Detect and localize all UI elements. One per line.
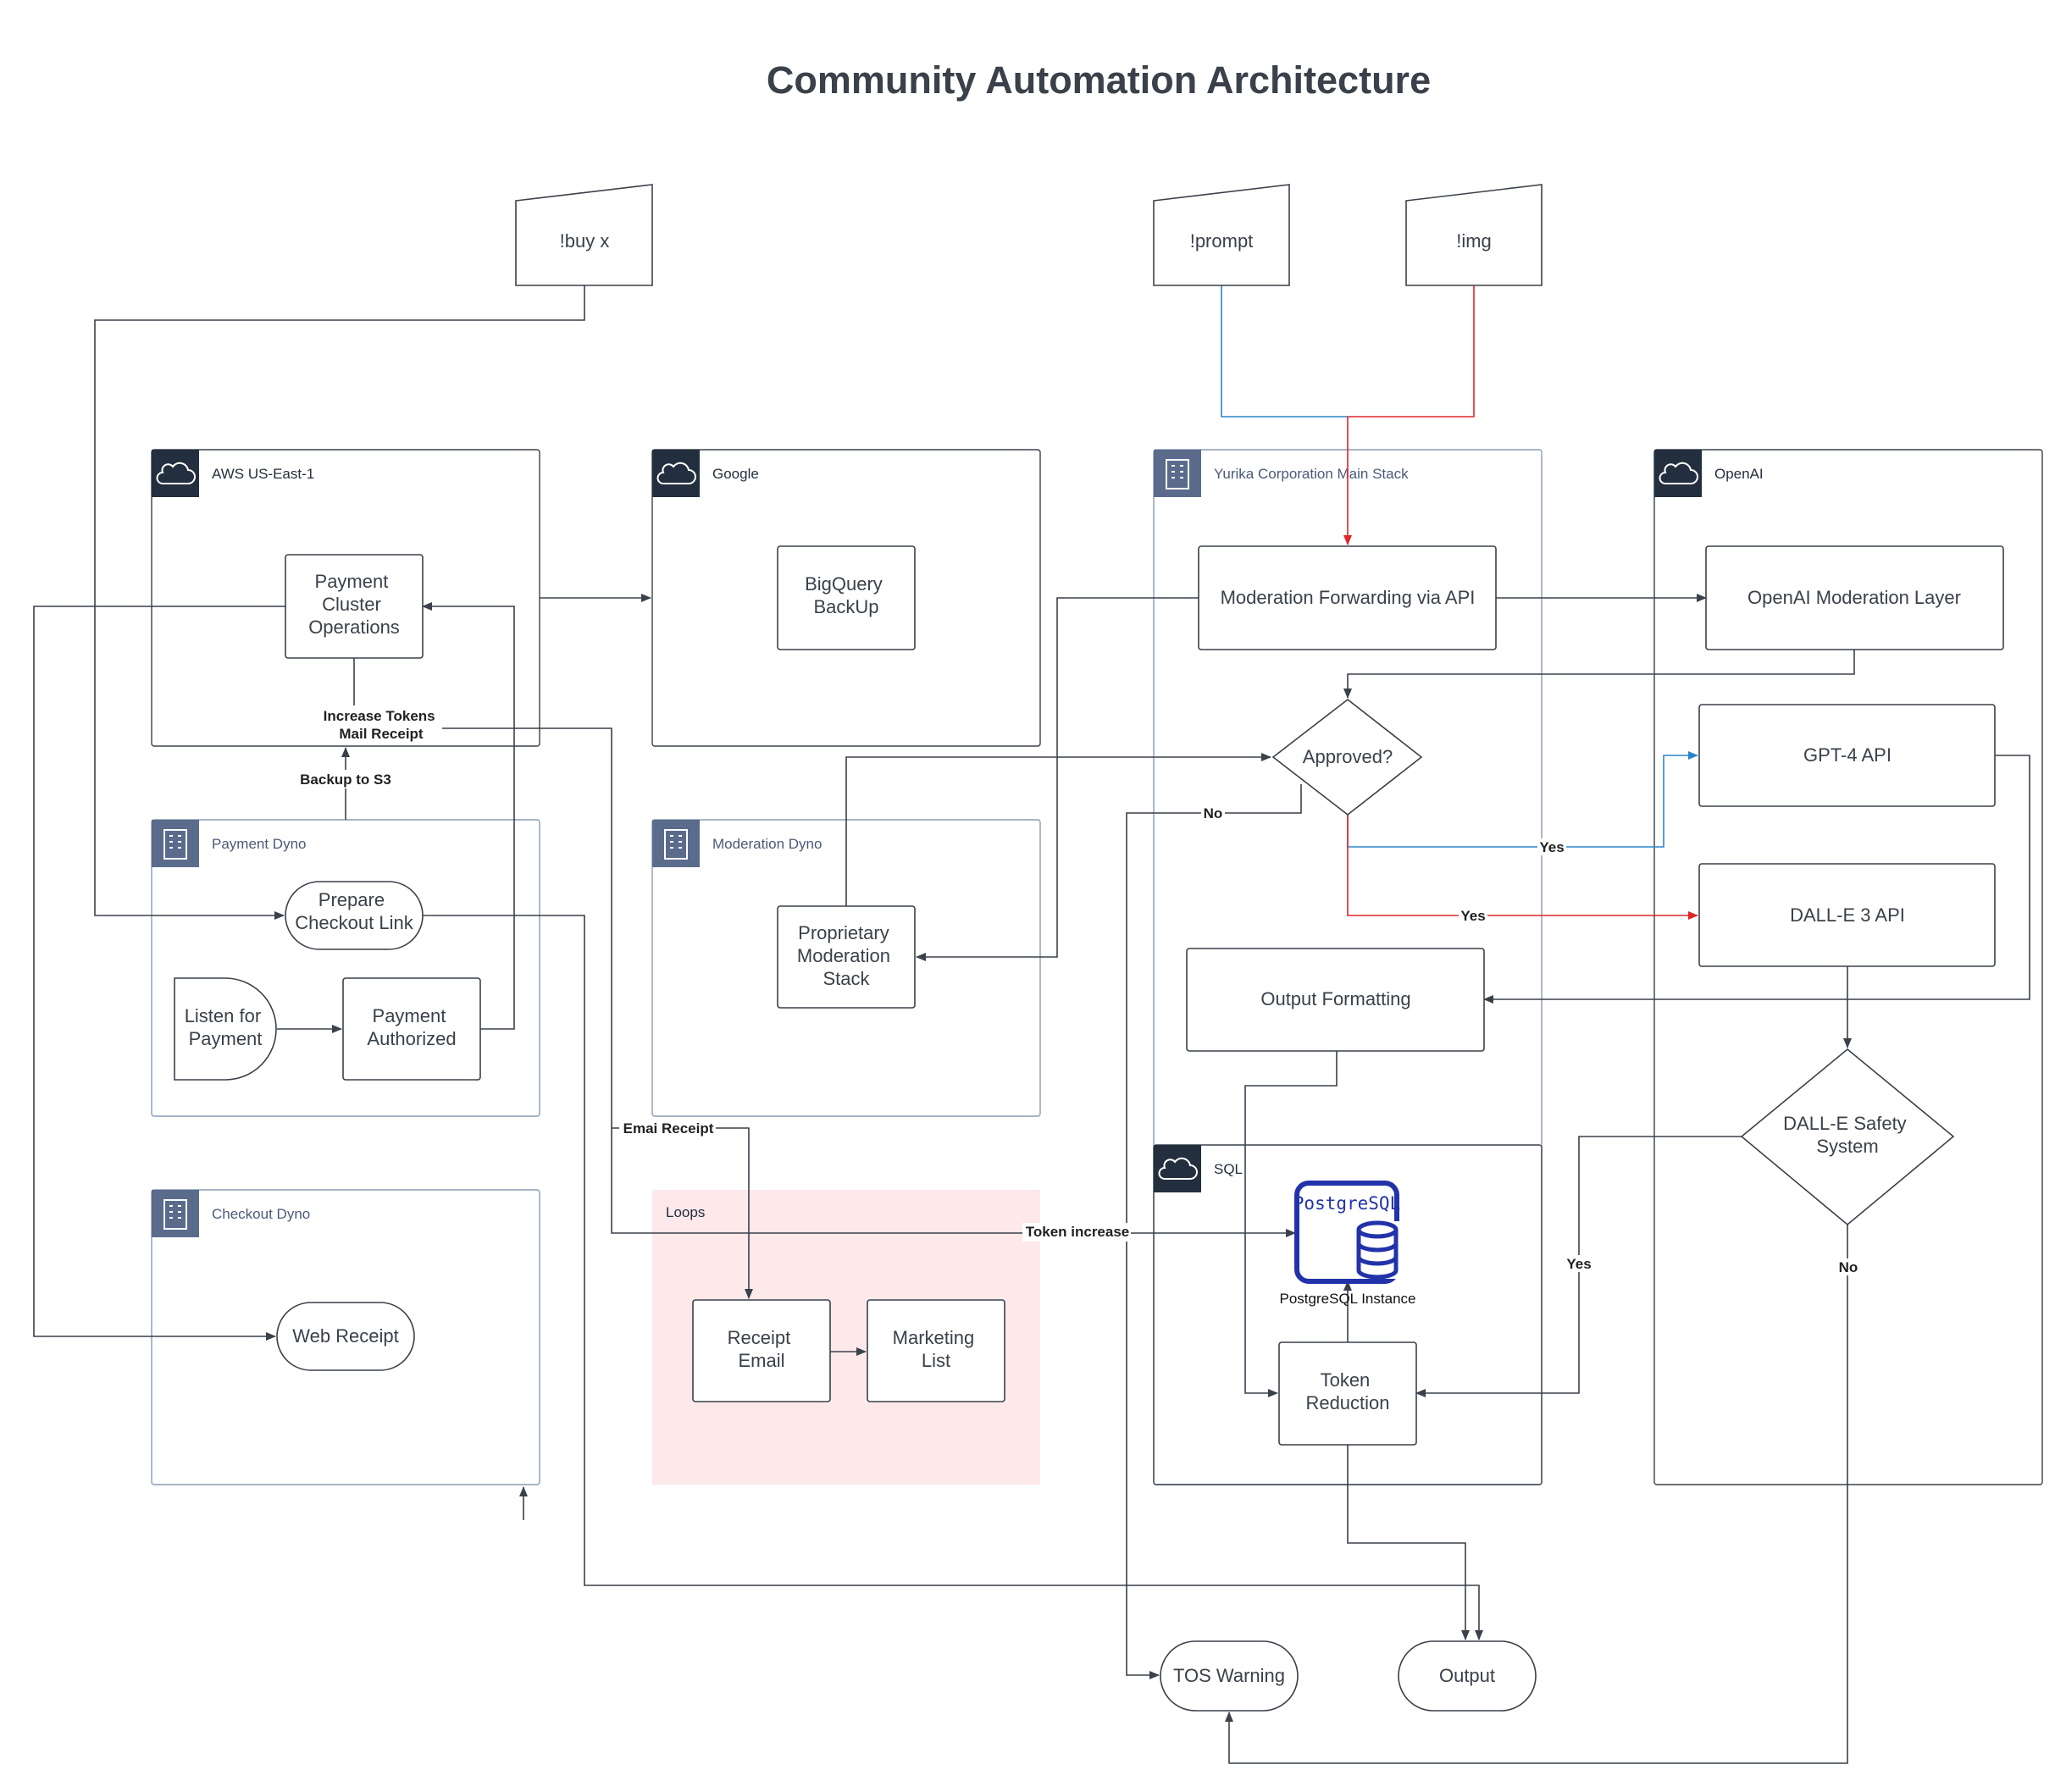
img-command-card[interactable] <box>1405 184 1543 286</box>
edge-label-backup-s3: Backup to S3 <box>300 772 391 788</box>
connector <box>1244 1051 1338 1397</box>
marketing-list-label: Marketing List <box>893 1327 980 1371</box>
gpt4-node[interactable] <box>1698 704 1996 807</box>
cloud-icon <box>152 450 199 497</box>
token-reduction-node[interactable] <box>1278 1341 1417 1446</box>
connector <box>916 597 1199 961</box>
output-formatting-node[interactable] <box>1186 948 1485 1052</box>
payment-authorized-label: Payment Authorized <box>367 1005 456 1049</box>
postgresql-icon[interactable]: PostgreSQL <box>1293 1181 1401 1284</box>
approved-decision[interactable] <box>1271 698 1423 816</box>
marketing-list-node[interactable] <box>867 1299 1005 1402</box>
proprietary-moderation-label: Proprietary Moderation Stack <box>797 922 895 989</box>
dalle3-node[interactable] <box>1698 863 1996 967</box>
bigquery-label: BigQuery BackUp <box>805 573 888 617</box>
cloud-icon <box>1654 450 1702 497</box>
payment-cluster-node[interactable] <box>285 554 424 659</box>
connector <box>1221 285 1348 418</box>
moderation-dyno-label: Moderation Dyno <box>712 836 822 852</box>
sql-group-label: SQL <box>1214 1161 1243 1177</box>
openai-group <box>1653 449 2043 1485</box>
edge-label-emai-receipt: Emai Receipt <box>623 1120 714 1137</box>
aws-group-label: AWS US-East-1 <box>212 466 314 482</box>
google-group-label: Google <box>712 466 759 482</box>
connector <box>1343 285 1475 545</box>
postgresql-instance-label: PostgreSQL Instance <box>1280 1291 1416 1307</box>
listen-payment-label: Listen for Payment <box>185 1005 267 1049</box>
connector <box>1347 1445 1470 1640</box>
approved-label: Approved? <box>1303 746 1393 767</box>
dalle-safety-decision[interactable] <box>1740 1048 1955 1226</box>
connector <box>1347 813 1698 920</box>
receipt-email-label: Receipt Email <box>728 1327 796 1371</box>
edge-label-yes-safety: Yes <box>1566 1256 1591 1272</box>
tos-warning-node[interactable] <box>1160 1640 1299 1712</box>
edge-label-no-approved: No <box>1204 805 1223 821</box>
openai-moderation-label: OpenAI Moderation Layer <box>1748 587 1961 608</box>
building-icon <box>1154 450 1201 497</box>
checkout-dyno-label: Checkout Dyno <box>212 1206 310 1222</box>
payment-dyno-label: Payment Dyno <box>212 836 307 852</box>
proprietary-moderation-node[interactable] <box>777 905 916 1009</box>
edge-label-increase-tokens: Increase Tokens Mail Receipt <box>324 708 440 742</box>
building-icon <box>652 820 700 867</box>
tos-warning-label: TOS Warning <box>1173 1665 1285 1686</box>
dalle3-label: DALL-E 3 API <box>1790 904 1905 926</box>
google-group <box>651 449 1041 747</box>
yurika-group-label: Yurika Corporation Main Stack <box>1214 466 1409 482</box>
output-label: Output <box>1439 1665 1495 1686</box>
receipt-email-node[interactable] <box>692 1299 831 1402</box>
listen-payment-node[interactable] <box>174 977 277 1081</box>
moderation-forwarding-node[interactable] <box>1198 545 1497 650</box>
postgresql-logo-text: PostgreSQL <box>1293 1193 1400 1214</box>
connector <box>845 753 1271 906</box>
moderation-forwarding-label: Moderation Forwarding via API <box>1221 587 1476 608</box>
gpt4-label: GPT-4 API <box>1803 744 1892 766</box>
building-icon <box>152 1190 199 1237</box>
edge-label-token-increase: Token increase <box>1026 1224 1130 1240</box>
connector <box>421 915 1483 1640</box>
loops-group-label: Loops <box>666 1204 705 1220</box>
edge-label-no-safety: No <box>1839 1259 1858 1275</box>
connector <box>1483 755 2030 1004</box>
token-reduction-label: Token Reduction <box>1305 1369 1389 1413</box>
prompt-command-label: !prompt <box>1190 230 1254 252</box>
web-receipt-label: Web Receipt <box>292 1325 399 1347</box>
buy-command-label: !buy x <box>560 230 610 252</box>
connector <box>1126 784 1302 1679</box>
connector <box>94 285 585 920</box>
openai-group-label: OpenAI <box>1714 466 1764 482</box>
prepare-checkout-node[interactable] <box>285 881 424 950</box>
diagram-title: Community Automation Architecture <box>767 58 1431 102</box>
building-icon <box>152 820 199 867</box>
edge-label-yes-gpt: Yes <box>1539 839 1564 855</box>
connector <box>1225 1225 1848 1764</box>
openai-moderation-node[interactable] <box>1705 545 2004 650</box>
payment-cluster-label: Payment Cluster Operations <box>308 571 400 638</box>
payment-authorized-node[interactable] <box>342 977 481 1081</box>
connector <box>1343 650 1855 699</box>
buy-command-card[interactable] <box>515 184 653 286</box>
connector <box>422 602 515 1030</box>
web-receipt-node[interactable] <box>276 1302 415 1371</box>
prepare-checkout-label: Prepare Checkout Link <box>295 889 413 933</box>
output-node[interactable] <box>1398 1640 1537 1712</box>
checkout-dyno-group <box>151 1189 540 1485</box>
img-command-label: !img <box>1456 230 1492 252</box>
dalle-safety-label: DALL-E Safety System <box>1783 1113 1912 1157</box>
bigquery-node[interactable] <box>777 545 916 650</box>
connector <box>33 606 285 1341</box>
cloud-icon <box>1154 1145 1201 1192</box>
output-formatting-label: Output Formatting <box>1260 988 1410 1009</box>
prompt-command-card[interactable] <box>1153 184 1290 286</box>
connector <box>440 727 1296 1237</box>
edge-label-yes-dalle: Yes <box>1460 908 1485 924</box>
cloud-icon <box>652 450 700 497</box>
